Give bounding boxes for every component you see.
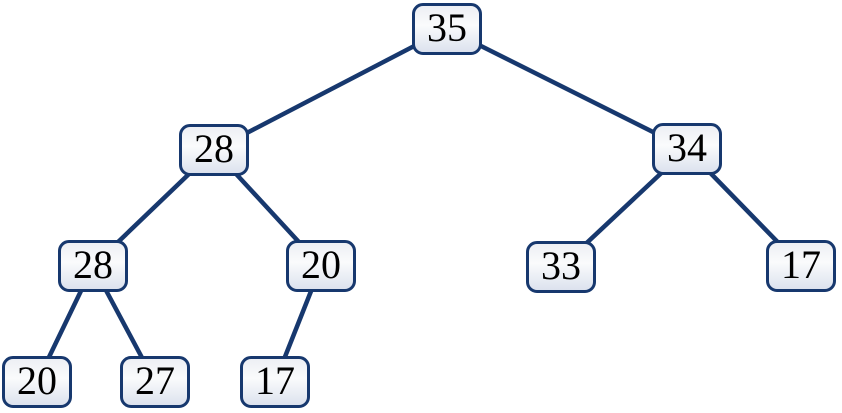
- tree-node-label: 20: [17, 358, 57, 403]
- tree-node-root: 35: [412, 3, 482, 55]
- tree-node-RR: 17: [766, 240, 836, 292]
- tree-node-label: 27: [135, 358, 175, 403]
- tree-node-label: 17: [255, 358, 295, 403]
- tree-node-label: 28: [73, 242, 113, 287]
- tree-node-R: 34: [652, 123, 722, 175]
- tree-node-label: 34: [667, 125, 707, 170]
- tree-edge: [445, 26, 689, 152]
- tree-node-RL: 33: [526, 241, 596, 293]
- tree-node-label: 20: [301, 242, 341, 287]
- tree-node-LLR: 27: [120, 356, 190, 408]
- tree-edge: [212, 27, 449, 152]
- tree-node-label: 17: [781, 242, 821, 287]
- tree-node-LRL: 17: [240, 356, 310, 408]
- tree-node-LR: 20: [286, 240, 356, 292]
- tree-node-LL: 28: [58, 240, 128, 292]
- tree-node-L: 28: [179, 124, 249, 176]
- tree-node-label: 33: [541, 243, 581, 288]
- tree-node-LLL: 20: [2, 356, 72, 408]
- tree-node-label: 35: [427, 5, 467, 50]
- tree-node-label: 28: [194, 126, 234, 171]
